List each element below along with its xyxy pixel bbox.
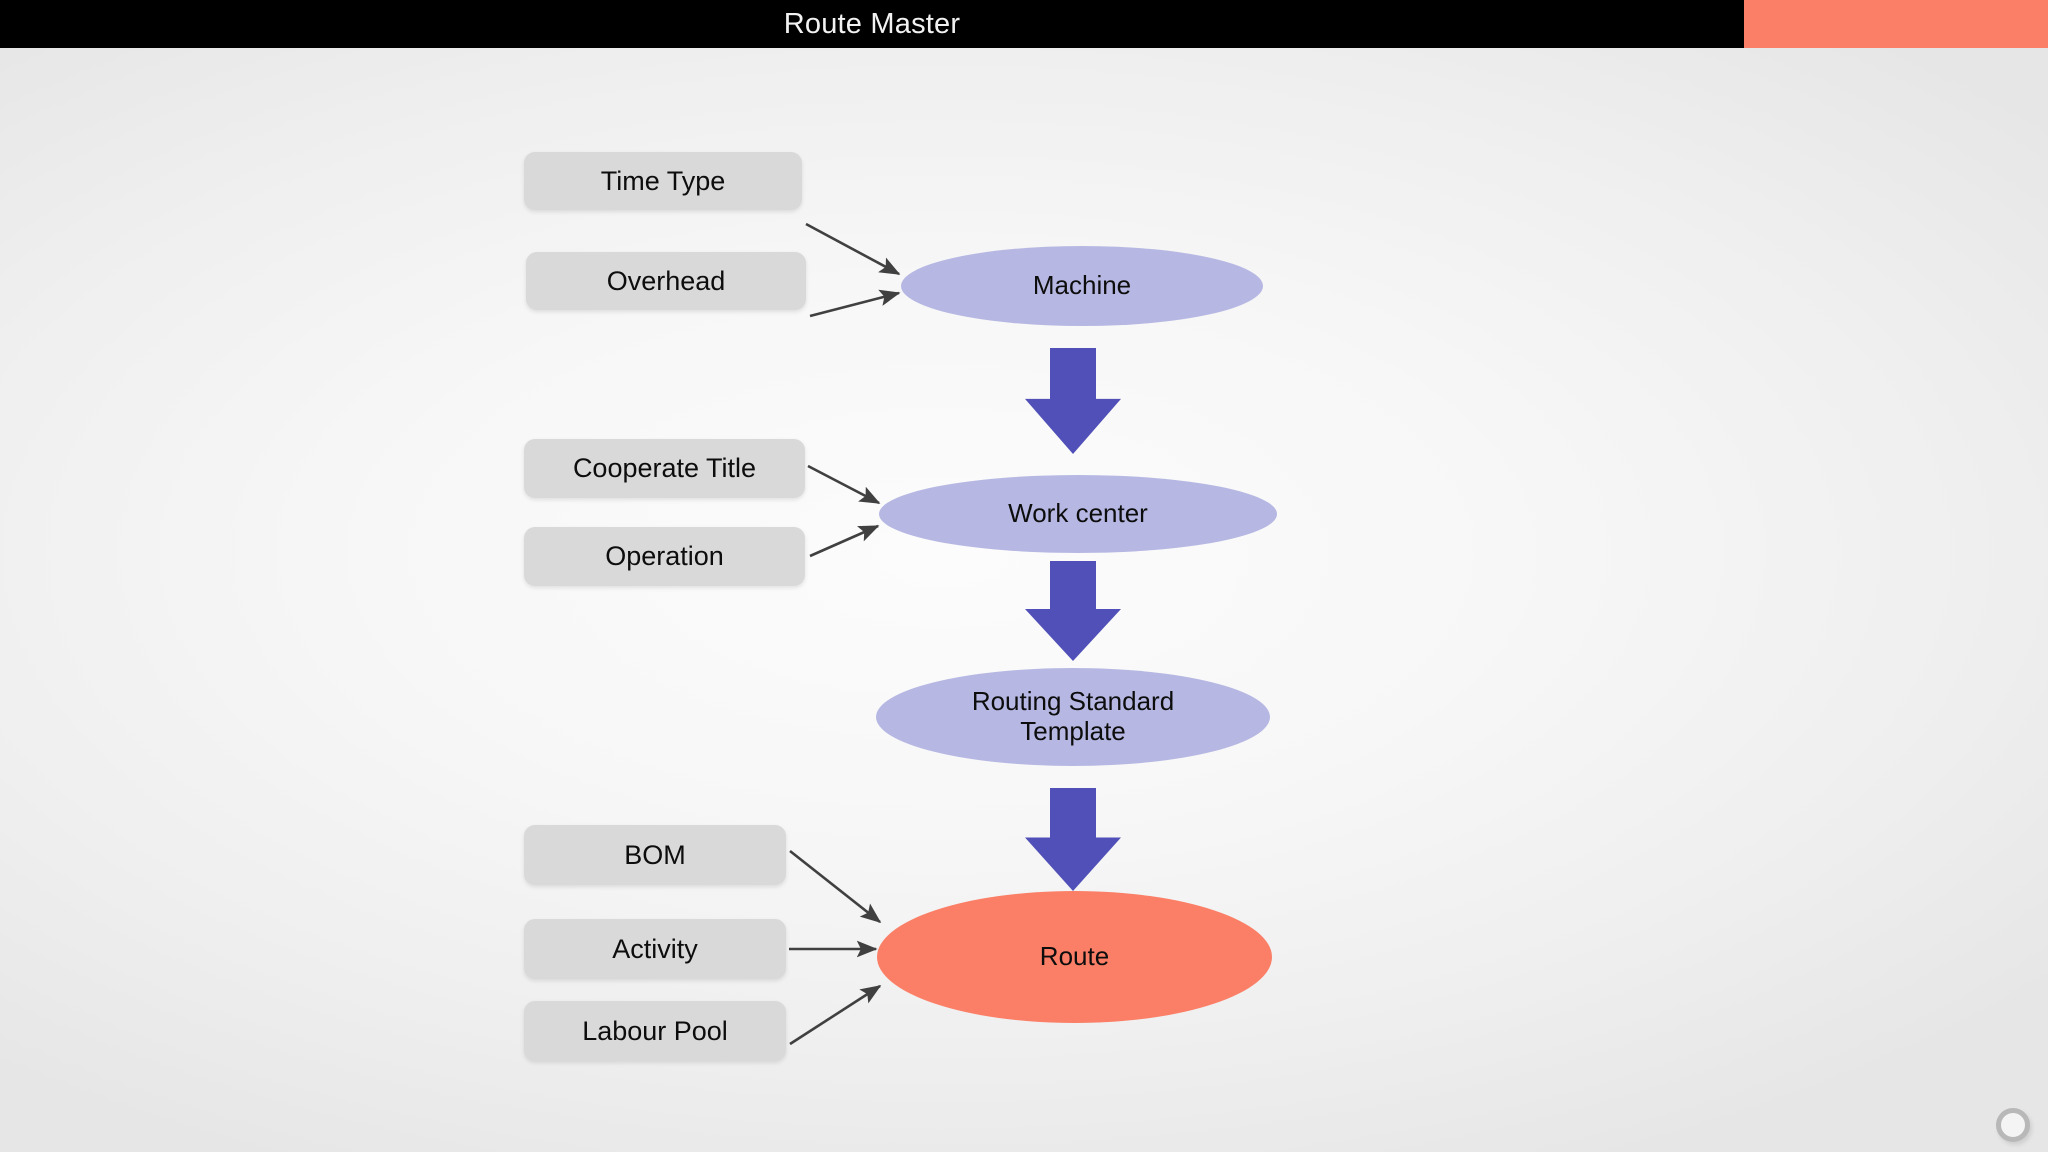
block-arrow-work-center-to-routing (1025, 561, 1121, 661)
input-box-labour-pool[interactable]: Labour Pool (524, 1001, 786, 1061)
input-box-activity[interactable]: Activity (524, 919, 786, 979)
input-box-label: BOM (624, 839, 686, 870)
node-work-center[interactable]: Work center (879, 475, 1277, 553)
input-box-overhead[interactable]: Overhead (526, 252, 806, 310)
circle-logo-watermark-icon (1996, 1108, 2030, 1142)
input-box-label: Cooperate Title (572, 453, 757, 483)
connector-operation-to-wc (809, 524, 880, 558)
input-box-label: Time Type (600, 165, 726, 196)
node-label: Route (1039, 941, 1110, 972)
page-title: Route Master (783, 8, 961, 40)
input-box-label: Labour Pool (582, 1015, 728, 1046)
input-box-label: Operation (605, 541, 724, 571)
connector-time-type-to-machine (805, 222, 901, 276)
input-box-operation[interactable]: Operation (524, 527, 805, 586)
input-box-cooperate-title[interactable]: Cooperate Title (524, 439, 805, 498)
input-box-bom[interactable]: BOM (524, 825, 786, 885)
node-label: Machine (1032, 270, 1132, 301)
input-box-time-type[interactable]: Time Type (524, 152, 802, 210)
block-arrow-routing-to-route (1025, 788, 1121, 891)
node-machine[interactable]: Machine (901, 246, 1263, 326)
title-bar: Route Master (0, 0, 2048, 48)
title-bar-accent-block (1744, 0, 2048, 48)
connector-bom-to-route (789, 849, 882, 924)
connector-labour-pool-to-route (789, 984, 882, 1046)
block-arrow-machine-to-work-center (1025, 348, 1121, 454)
node-label: Work center (1008, 498, 1148, 529)
input-box-label: Activity (612, 933, 698, 964)
node-route[interactable]: Route (877, 891, 1272, 1023)
connector-overhead-to-machine (809, 289, 901, 318)
input-box-label: Overhead (606, 265, 726, 296)
connector-cooperate-title-to-wc (807, 464, 881, 505)
